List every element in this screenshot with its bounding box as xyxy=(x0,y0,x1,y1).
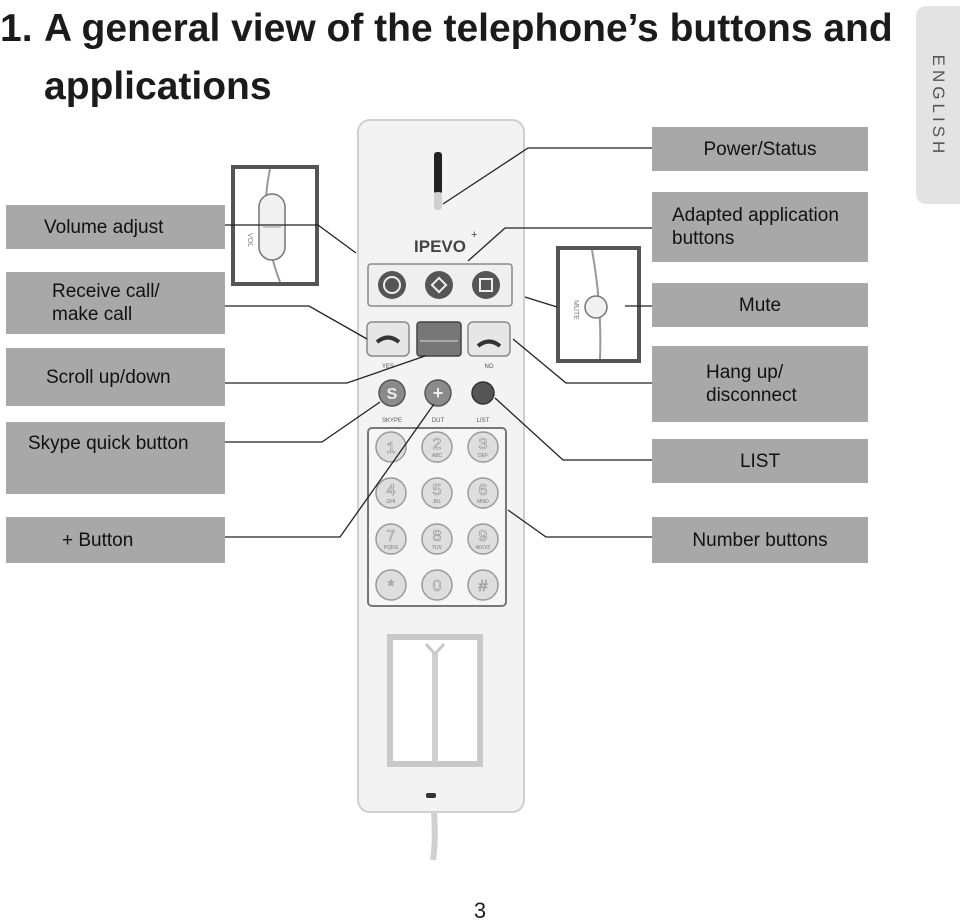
scroll-wheel xyxy=(416,321,462,357)
plus-button xyxy=(424,379,452,407)
key-letters-label: JKL xyxy=(433,499,442,505)
key-letters-label: WXYZ xyxy=(476,545,490,551)
mute-button xyxy=(584,295,608,319)
label-list: LIST xyxy=(652,439,868,483)
square-app-button xyxy=(472,271,500,299)
svg-text:SKYPE: SKYPE xyxy=(382,418,402,424)
label-skype-quick-button: Skype quick button xyxy=(6,422,225,494)
key-digit-label: 4 xyxy=(387,482,396,499)
brand-logo: IPEVO xyxy=(414,237,466,256)
section-number: 1. xyxy=(0,7,33,50)
number-keypad xyxy=(367,427,507,607)
key-0-button xyxy=(421,569,453,601)
key-digit-label: # xyxy=(479,578,488,595)
label-scroll: Scroll up/down xyxy=(6,348,225,406)
key-9-button xyxy=(467,523,499,555)
key-letters-label: PQRS xyxy=(384,545,399,551)
key-2-button xyxy=(421,431,453,463)
key-digit-label: 6 xyxy=(479,482,488,499)
label-number-buttons: Number buttons xyxy=(652,517,868,563)
key-letters-label: MNO xyxy=(477,499,489,505)
key-letters-label: DEF xyxy=(478,453,488,459)
skype-quick-button xyxy=(378,379,406,407)
svg-text:LIST: LIST xyxy=(477,418,490,424)
key-digit-label: 3 xyxy=(479,436,488,453)
key-letters-label: GHI xyxy=(387,499,396,505)
svg-text:VOL: VOL xyxy=(246,233,253,247)
title-line-1: A general view of the telephone’s button… xyxy=(44,7,893,50)
diamond-app-button xyxy=(425,271,453,299)
key-digit-label: 9 xyxy=(479,528,488,545)
key-letters-label: ABC xyxy=(432,453,443,459)
page-title: 1. A general view of the telephone’s butt… xyxy=(0,0,893,116)
label-power-status: Power/Status xyxy=(652,127,868,171)
circle-app-button xyxy=(378,271,406,299)
title-line-2: applications xyxy=(44,65,272,108)
key-6-button xyxy=(467,477,499,509)
label-volume-adjust: Volume adjust xyxy=(6,205,225,249)
svg-text:+: + xyxy=(433,383,444,403)
key-*-button xyxy=(375,569,407,601)
svg-text:NO: NO xyxy=(485,364,494,370)
label-hang-up: Hang up/disconnect xyxy=(652,346,868,422)
label-plus-button: + Button xyxy=(6,517,225,563)
key-7-button xyxy=(375,523,407,555)
key-3-button xyxy=(467,431,499,463)
svg-text:+: + xyxy=(471,229,477,241)
power-status-led xyxy=(434,152,442,194)
key-#-button xyxy=(467,569,499,601)
svg-text:MUTE: MUTE xyxy=(572,300,579,320)
usb-cable xyxy=(430,811,438,861)
key-digit-label: 0 xyxy=(433,578,442,595)
svg-text:DUT: DUT xyxy=(432,418,445,424)
page-number: 3 xyxy=(473,898,487,923)
leader-lines xyxy=(225,147,652,538)
svg-text:YES: YES xyxy=(382,364,394,370)
key-8-button xyxy=(421,523,453,555)
key-digit-label: 8 xyxy=(433,528,442,545)
svg-text:S: S xyxy=(387,386,398,403)
label-mute: Mute xyxy=(652,283,868,327)
list-button xyxy=(471,381,495,405)
key-4-button xyxy=(375,477,407,509)
key-letters-label: TUV xyxy=(432,545,443,551)
microphone-hole xyxy=(426,793,436,798)
key-digit-label: 2 xyxy=(433,436,442,453)
key-digit-label: * xyxy=(388,578,394,595)
key-digit-label: 7 xyxy=(387,528,396,545)
key-digit-label: 1 xyxy=(387,440,396,457)
key-5-button xyxy=(421,477,453,509)
label-receive-call: Receive call/make call xyxy=(6,272,225,334)
language-tab: ENGLISH xyxy=(916,6,960,204)
hang-up-button xyxy=(467,321,511,357)
key-digit-label: 5 xyxy=(433,482,442,499)
